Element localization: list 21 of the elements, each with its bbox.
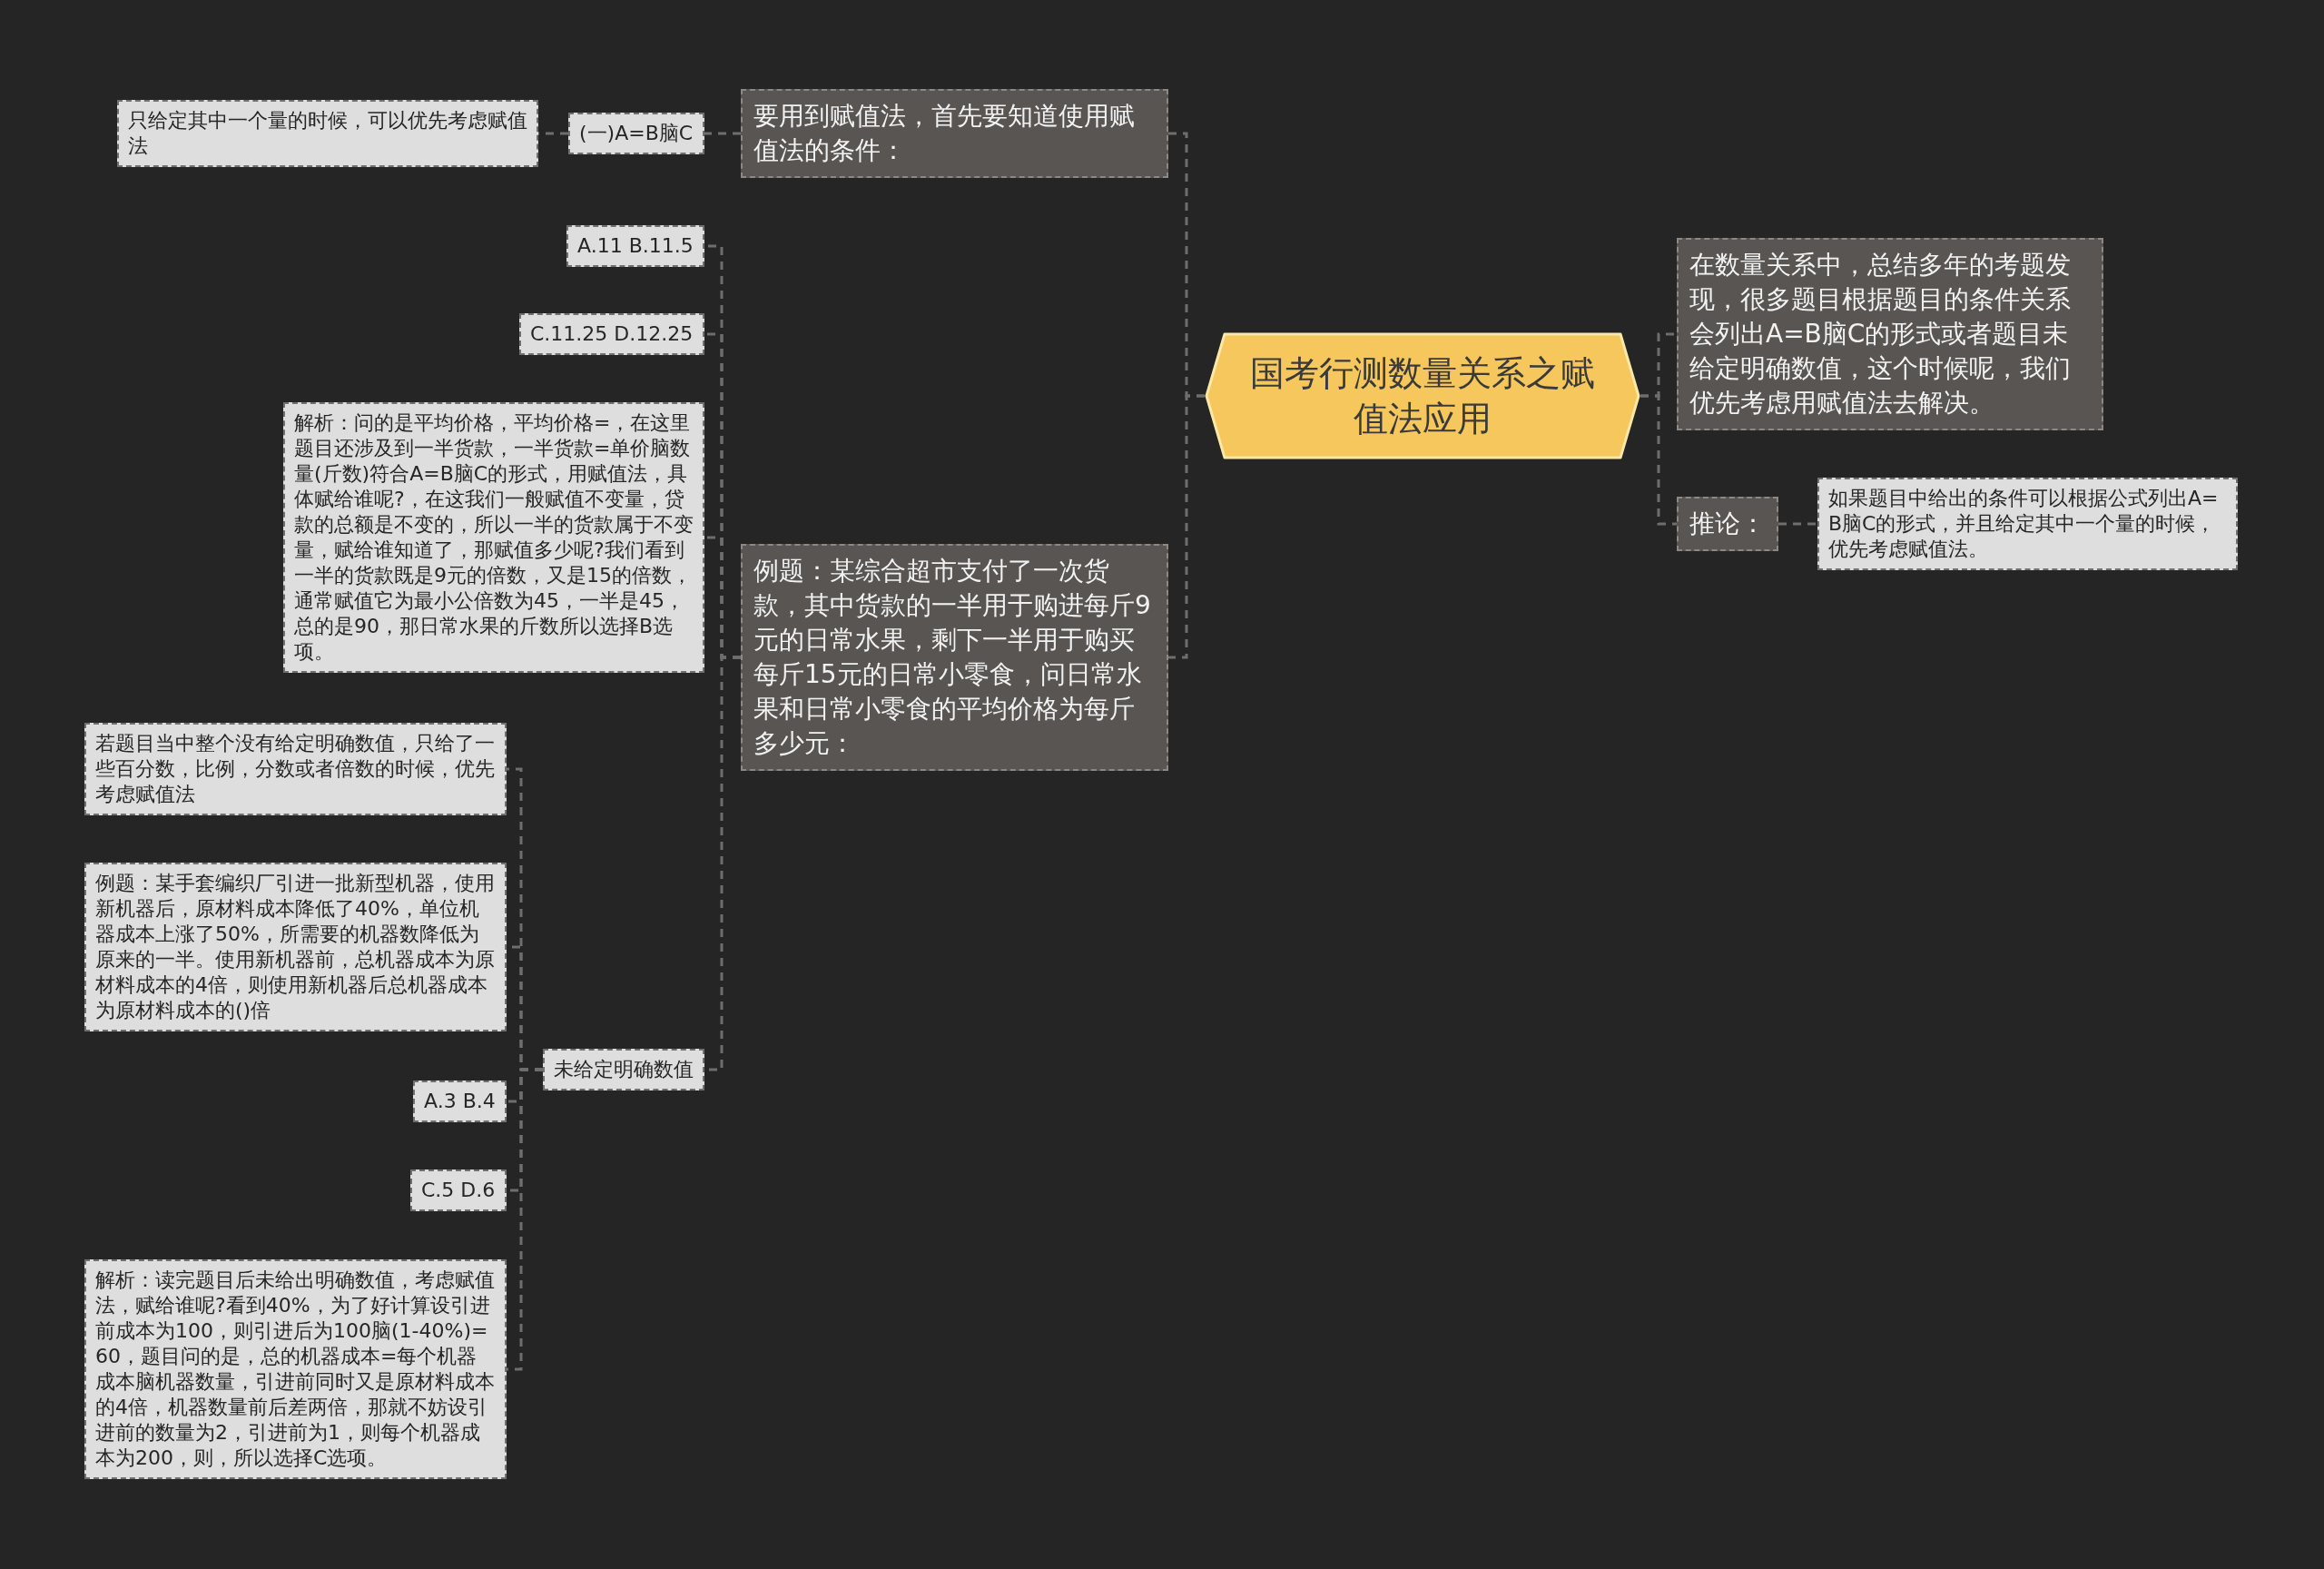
note-box: 例题：某手套编织厂引进一批新型机器，使用新机器后，原材料成本降低了40%，单位机器成本上涨了50%，所需要的机器数降低为原来的一半。使用新机器前，总机器成本为原材料成本的4倍，则使用新机器后总机器成本为原材料成本的()倍	[84, 863, 507, 1031]
connector-line	[1778, 522, 1817, 526]
note-box: 解析：问的是平均价格，平均价格=，在这里题目还涉及到一半货款，一半货款=单价脑数量(斤数)符合A=B脑C的形式，用赋值法，具体赋给谁呢?，在这我们一般赋值不变量，贷款的总额是不变的，所以一半的货款属于不变量，赋给谁知道了，那赋值多少呢?我们看到一半的货款既是9元的倍数，又是15的倍数，通常赋值它为最小公倍数为45，一半是45，总的是90，那日常水果的斤数所以选择B选项。	[283, 402, 704, 673]
topic-box: 在数量关系中，总结多年的考题发现，很多题目根据题目的条件关系会列出A=B脑C的形式或者题目未给定明确数值，这个时候呢，我们优先考虑用赋值法去解决。	[1677, 238, 2103, 430]
note-box: 只给定其中一个量的时候，可以优先考虑赋值法	[117, 100, 538, 167]
note-box: 若题目当中整个没有给定明确数值，只给了一些百分数，比例，分数或者倍数的时候，优先考虑赋值法	[84, 723, 507, 815]
note-box: 如果题目中给出的条件可以根据公式列出A=B脑C的形式，并且给定其中一个量的时候，优先考虑赋值法。	[1817, 478, 2238, 570]
connector-line	[704, 132, 741, 135]
note-box: 未给定明确数值	[543, 1049, 704, 1090]
note-box: 解析：读完题目后未给出明确数值，考虑赋值法，赋给谁呢?看到40%，为了好计算设引进前成本为100，则引进后为100脑(1-40%)=60，题目问的是，总的机器成本=每个机器成本脑机器数量，引进前同时又是原材料成本的4倍，机器数量前后差两倍，那就不妨设引进前的数量为2，引进前为1，则每个机器成本为200，则，所以选择C选项。	[84, 1259, 507, 1479]
topic-box: 推论：	[1677, 497, 1778, 551]
note-box: C.11.25 D.12.25	[519, 313, 704, 355]
note-box: A.3 B.4	[413, 1081, 507, 1122]
note-box: (一)A=B脑C	[568, 113, 704, 154]
topic-box: 例题：某综合超市支付了一次货款，其中货款的一半用于购进每斤9元的日常水果，剩下一半用于购买每斤15元的日常小零食，问日常水果和日常小零食的平均价格为每斤多少元：	[741, 544, 1168, 771]
note-box: C.5 D.6	[410, 1169, 507, 1211]
topic-box: 要用到赋值法，首先要知道使用赋值法的条件：	[741, 89, 1168, 178]
connector-line	[1168, 394, 1205, 659]
topic-hexagon: 国考行测数量关系之赋值法应用	[1205, 332, 1640, 459]
connector-line	[1640, 394, 1677, 526]
note-box: A.11 B.11.5	[566, 225, 704, 267]
